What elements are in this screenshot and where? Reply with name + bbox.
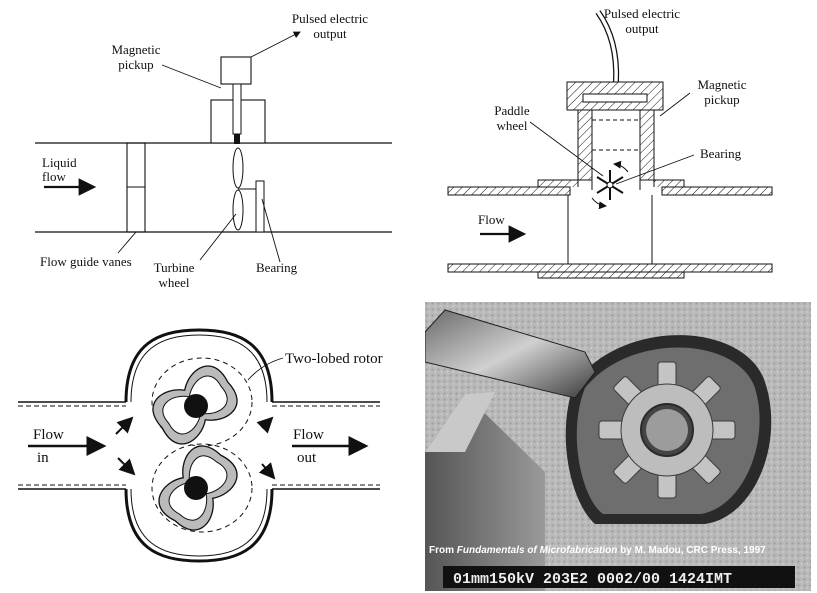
pipe-top-wall [447, 186, 571, 196]
pipe-bottom-wall [447, 263, 773, 273]
turbine-wheel [232, 147, 244, 189]
credit-prefix: From [429, 545, 457, 556]
flow-label: flow [42, 169, 66, 184]
paddle-label-2: wheel [496, 118, 527, 133]
sem-micrograph: From Fundamentals of Microfabrication by… [425, 302, 811, 591]
credit-text: From Fundamentals of Microfabrication by… [429, 545, 766, 556]
paddle-wheel-flowmeter-diagram: Pulsed electric output Magnetic pickup P… [420, 0, 817, 298]
rotor-label: Two-lobed rotor [285, 351, 383, 367]
vanes-label: Flow guide vanes [40, 254, 132, 269]
output-label-2: output [313, 26, 347, 41]
sem-databar [443, 566, 795, 588]
pickup-label-2: pickup [118, 57, 153, 72]
flow-out-label-2: out [297, 450, 317, 466]
magnetic-pickup [220, 56, 252, 85]
output-label: Pulsed electric [292, 11, 368, 26]
probe-tip [425, 309, 596, 399]
output-label-2: output [625, 21, 659, 36]
bearing-label: Bearing [256, 260, 298, 275]
turbine-label: Turbine [154, 260, 195, 275]
inlet-pipe [18, 401, 126, 490]
bearing [255, 180, 265, 233]
two-lobed-rotor-diagram: Two-lobed rotor Flow in Flow out [0, 302, 420, 593]
flow-label: Flow [478, 212, 505, 227]
outlet-pipe [272, 401, 380, 490]
pickup-label: Magnetic [697, 77, 746, 92]
paddle-label: Paddle [494, 103, 530, 118]
output-label: Pulsed electric [604, 6, 680, 21]
flow-in-label-2: in [37, 450, 49, 466]
flow-out-label: Flow [293, 427, 324, 443]
credit-suffix: by M. Madou, CRC Press, 1997 [617, 545, 766, 556]
databar-text: 01mm150kV 203E2 0002/00 1424IMT [453, 571, 732, 588]
pickup-label-2: pickup [704, 92, 739, 107]
turbine-flowmeter-diagram: Pulsed electric output Magnetic pickup L… [0, 0, 395, 298]
credit-title: Fundamentals of Microfabrication [457, 545, 618, 556]
micro-gear [598, 361, 736, 499]
liquid-label: Liquid [42, 155, 77, 170]
rotor-housing [124, 328, 274, 403]
pickup-label: Magnetic [111, 42, 160, 57]
flow-in-label: Flow [33, 427, 64, 443]
turbine-label-2: wheel [158, 275, 189, 290]
bearing-label: Bearing [700, 146, 742, 161]
